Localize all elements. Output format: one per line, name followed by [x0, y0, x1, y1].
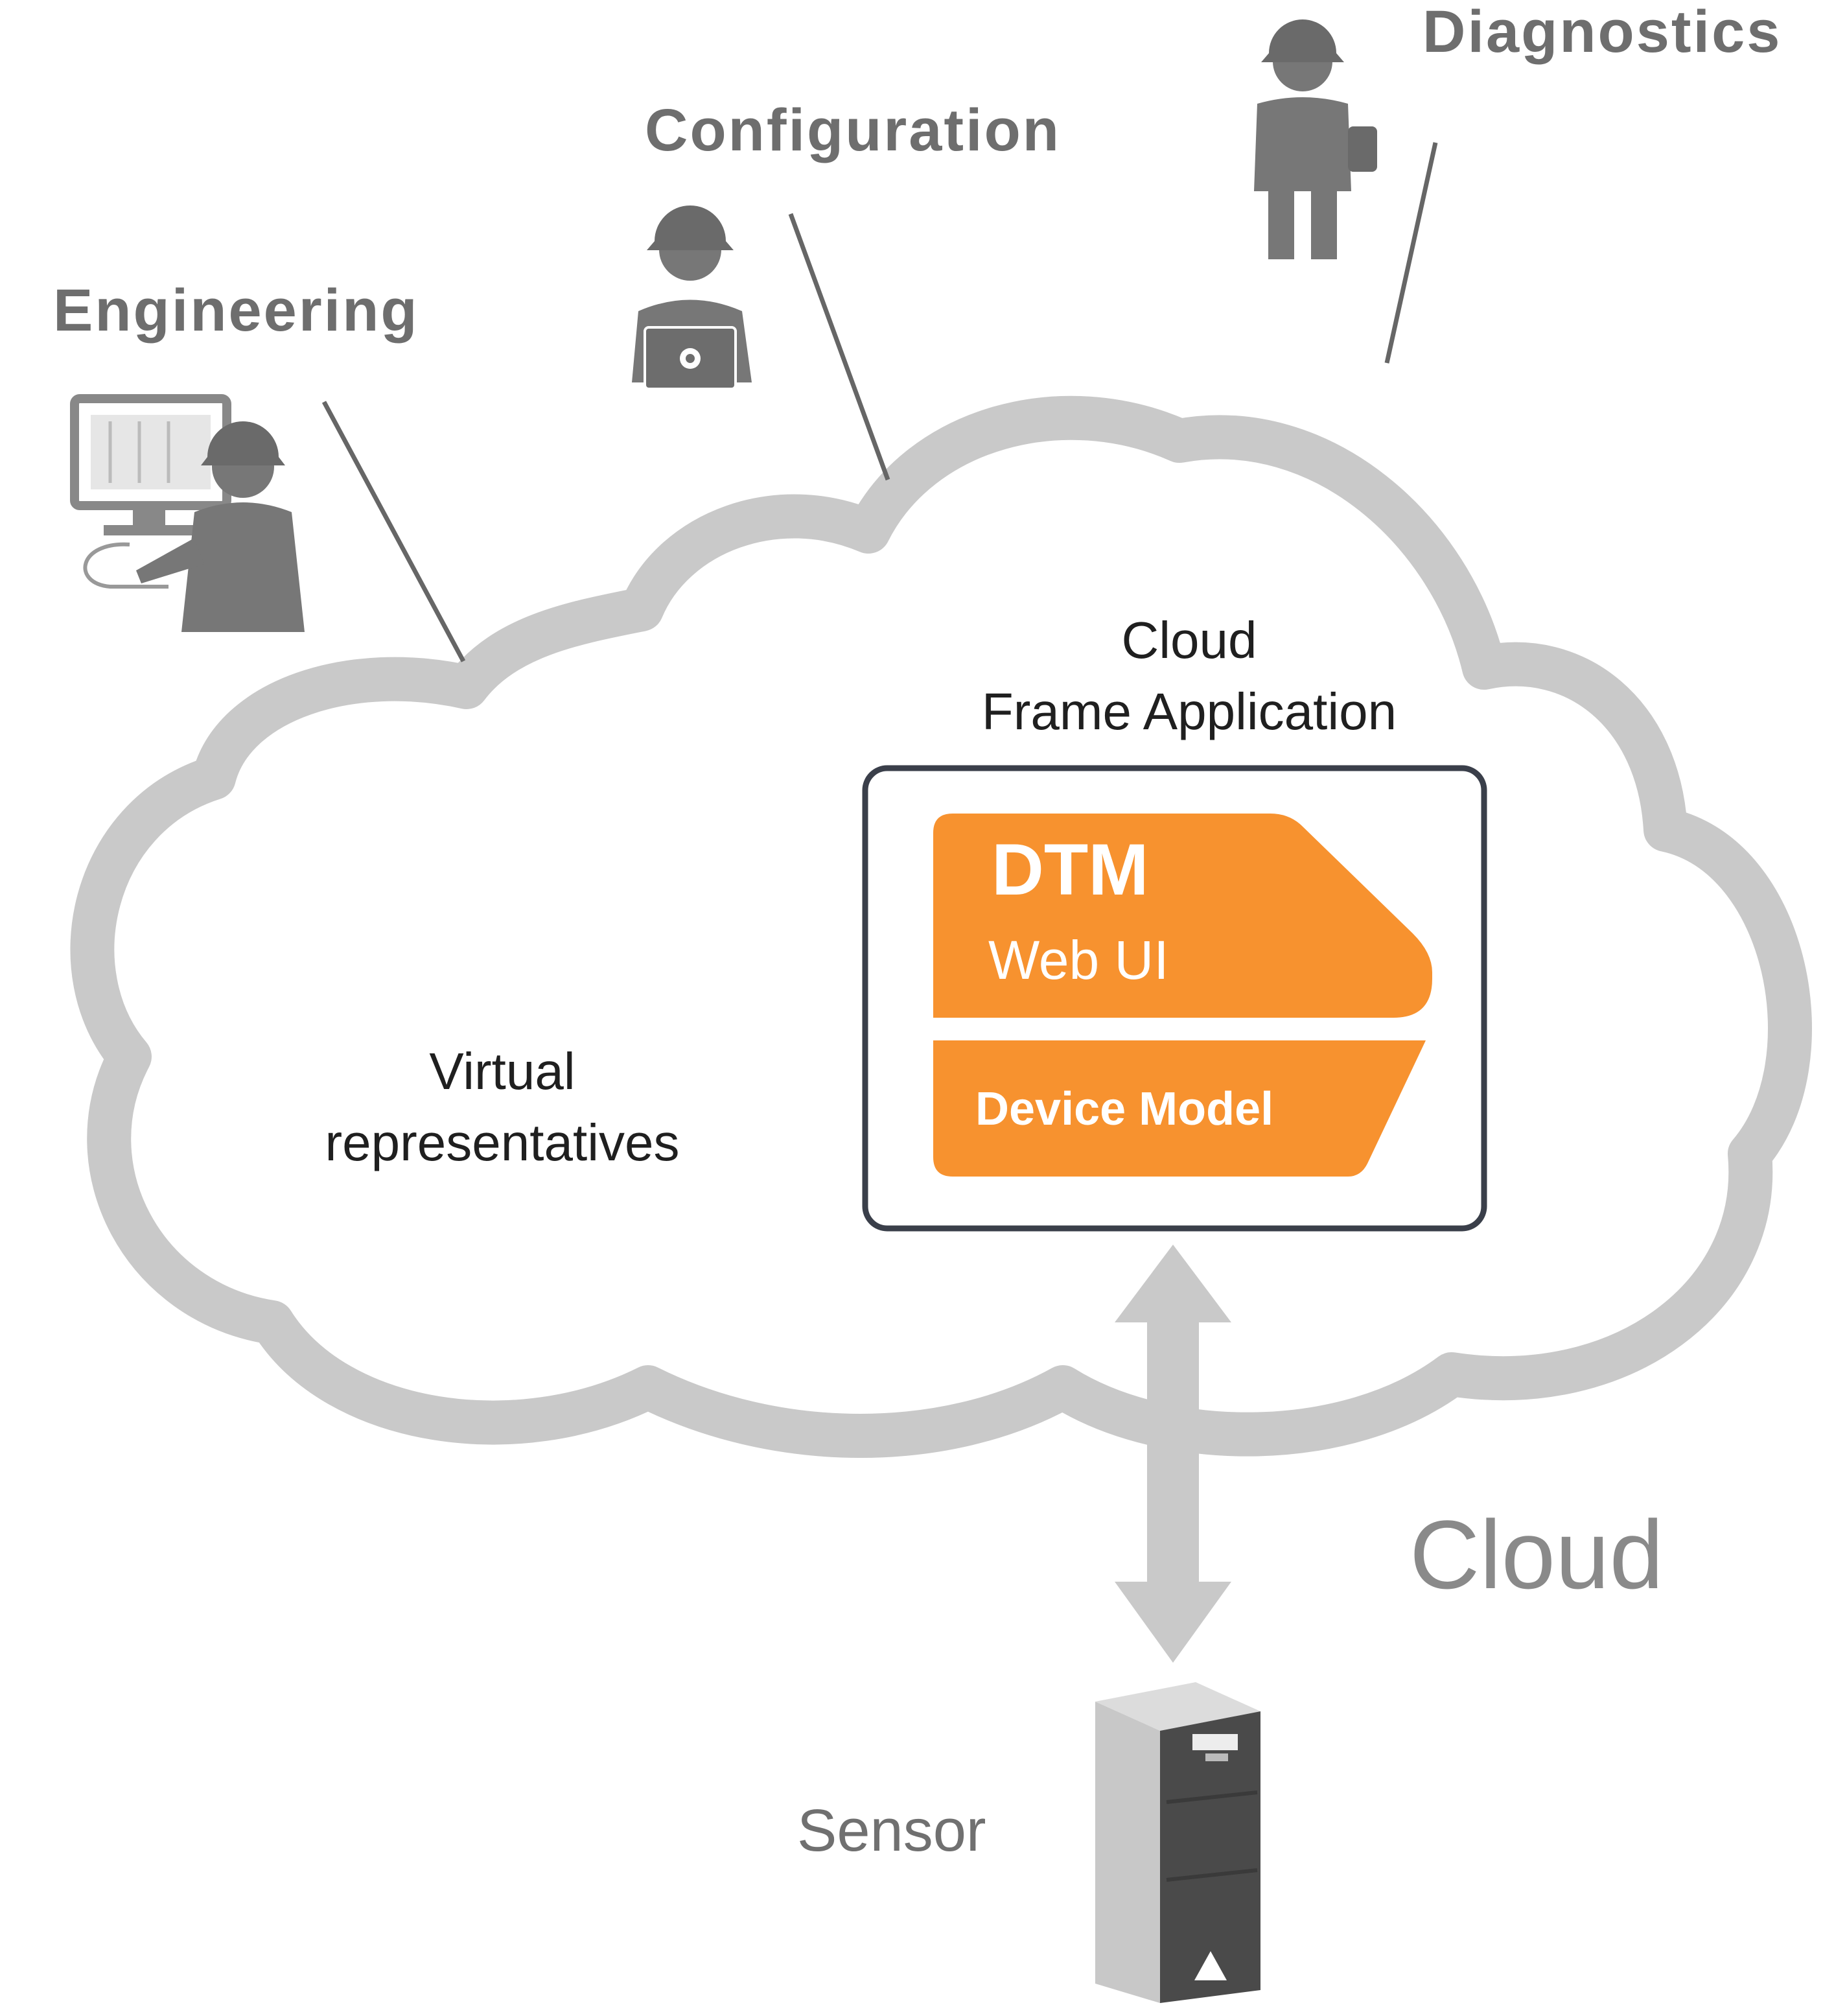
diagnostics-connector: [1384, 142, 1438, 364]
frame-application-line1: Cloud: [1121, 611, 1257, 669]
sensor-device-icon: [1095, 1682, 1260, 2003]
engineering-label: Engineering: [53, 277, 419, 344]
engineer-computer-icon: [70, 394, 305, 632]
bidirectional-arrow-icon: [1115, 1245, 1231, 1663]
dtm-title: DTM: [992, 829, 1149, 910]
engineering-connector: [321, 401, 466, 662]
engineer-diagnostics-icon: [1254, 19, 1377, 259]
dtm-web-ui-block: [933, 814, 1432, 1018]
frame-application-line2: Frame Application: [982, 683, 1397, 740]
sensor-label: Sensor: [797, 1798, 986, 1864]
diagnostics-label: Diagnostics: [1422, 0, 1782, 65]
configuration-connector: [788, 213, 890, 481]
device-model-block: [933, 1040, 1426, 1177]
device-model-label: Device Model: [975, 1083, 1273, 1135]
engineer-laptop-icon: [632, 205, 752, 390]
virtual-representatives-line1: Virtual: [429, 1042, 575, 1100]
virtual-representatives-line2: representatives: [325, 1114, 680, 1171]
cloud-label: Cloud: [1410, 1500, 1664, 1609]
configuration-label: Configuration: [645, 97, 1061, 163]
dtm-web-ui-label: Web UI: [988, 930, 1169, 990]
